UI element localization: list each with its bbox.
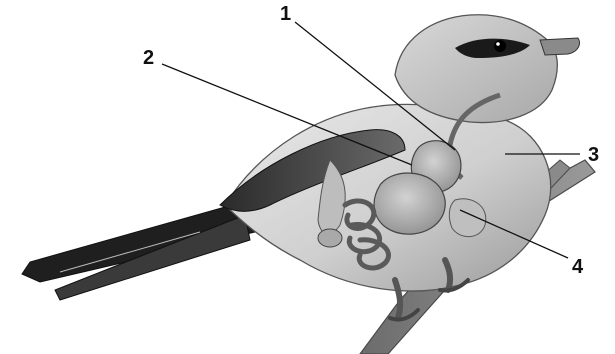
callout-3-label: 3 — [588, 144, 599, 166]
bird-tail — [22, 200, 255, 300]
callout-4-label: 4 — [572, 256, 584, 278]
callout-2-label: 2 — [143, 47, 154, 69]
bird-head — [395, 15, 580, 123]
callout-1-label: 1 — [280, 3, 291, 25]
